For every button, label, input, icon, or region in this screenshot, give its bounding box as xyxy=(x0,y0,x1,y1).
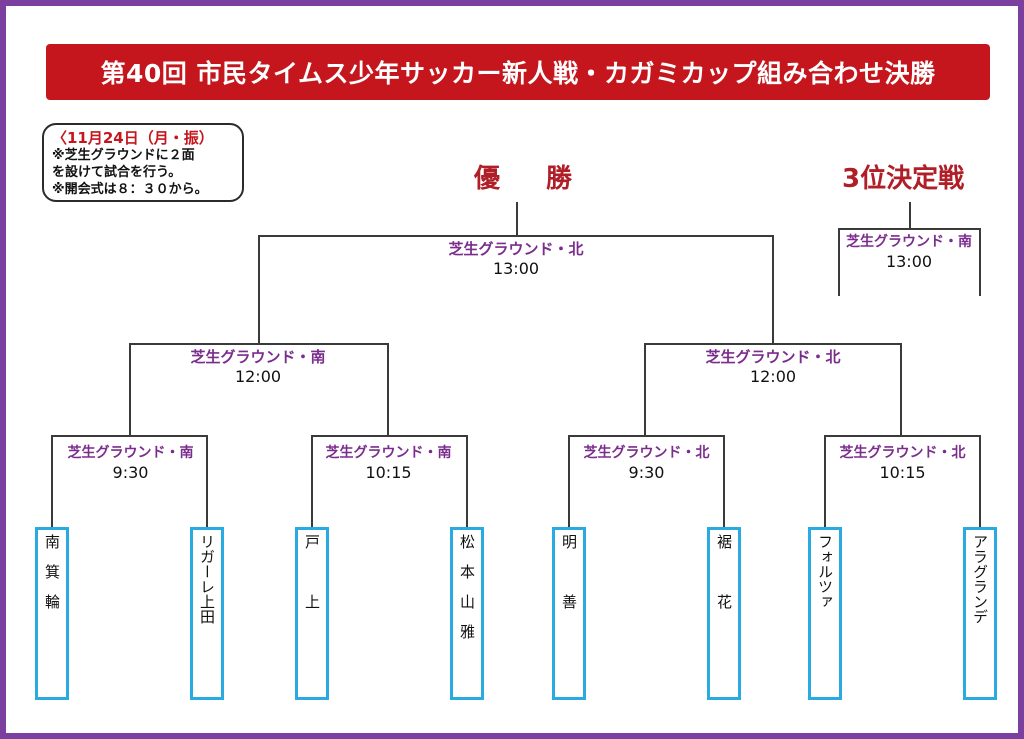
final-right-drop xyxy=(772,235,774,345)
team-name-7: フォルツァ xyxy=(816,534,834,609)
note-line-1: ※芝生グラウンドに２面 xyxy=(52,148,195,163)
semi-left-l-drop xyxy=(129,343,131,435)
semi-left-r-drop xyxy=(387,343,389,435)
qf4-bar xyxy=(824,435,981,437)
team-name-4: 松 本 山 雅 xyxy=(458,534,476,639)
semi-right-r-drop xyxy=(900,343,902,435)
page-title: 第40回 市民タイムス少年サッカー新人戦・カガミカップ組み合わせ決勝 xyxy=(100,59,936,88)
match-qf1: 芝生グラウンド・南 9:30 xyxy=(48,444,213,483)
team-box-6[interactable]: 裾 花 xyxy=(707,527,741,700)
match-semi-left: 芝生グラウンド・南 12:00 xyxy=(163,348,353,387)
team-name-3: 戸 上 xyxy=(303,534,321,609)
semi-right-l-drop xyxy=(644,343,646,435)
qf3-bar xyxy=(568,435,725,437)
qf3-l-drop xyxy=(568,435,570,527)
qf4-r-drop xyxy=(979,435,981,527)
match-qf2-time: 10:15 xyxy=(365,463,412,482)
match-semi-right-venue: 芝生グラウンド・北 xyxy=(705,348,841,366)
note-line-2: を設けて試合を行う。 xyxy=(52,165,182,180)
qf2-r-drop xyxy=(466,435,468,527)
note-box: 〈11月24日（月・振） ※芝生グラウンドに２面 を設けて試合を行う。 ※開会式… xyxy=(42,123,244,202)
note-line-3: ※開会式は８：３０から。 xyxy=(52,182,208,197)
qf4-l-drop xyxy=(824,435,826,527)
semi-left-bar xyxy=(129,343,389,345)
team-box-3[interactable]: 戸 上 xyxy=(295,527,329,700)
third-bar xyxy=(838,228,981,230)
qf1-bar xyxy=(51,435,208,437)
qf1-l-drop xyxy=(51,435,53,527)
match-qf4-venue: 芝生グラウンド・北 xyxy=(839,445,966,461)
match-qf4-time: 10:15 xyxy=(879,463,926,482)
match-qf3-venue: 芝生グラウンド・北 xyxy=(583,445,710,461)
team-name-6: 裾 花 xyxy=(715,534,733,609)
match-third-time: 13:00 xyxy=(885,252,933,271)
team-box-1[interactable]: 南 箕 輪 xyxy=(35,527,69,700)
match-semi-left-time: 12:00 xyxy=(234,367,282,386)
match-qf2: 芝生グラウンド・南 10:15 xyxy=(306,444,471,483)
match-qf3: 芝生グラウンド・北 9:30 xyxy=(564,444,729,483)
third-stem xyxy=(909,202,911,230)
match-semi-right-time: 12:00 xyxy=(749,367,797,386)
third-left-drop xyxy=(838,228,840,296)
team-box-2[interactable]: リガーレ上田 xyxy=(190,527,224,700)
match-final-time: 13:00 xyxy=(492,259,540,278)
match-qf1-venue: 芝生グラウンド・南 xyxy=(67,445,194,461)
qf2-bar xyxy=(311,435,468,437)
title-banner: 第40回 市民タイムス少年サッカー新人戦・カガミカップ組み合わせ決勝 xyxy=(46,44,990,100)
match-qf1-time: 9:30 xyxy=(112,463,149,482)
match-qf4: 芝生グラウンド・北 10:15 xyxy=(820,444,985,483)
match-final: 芝生グラウンド・北 13:00 xyxy=(416,240,616,279)
champion-heading: 優 勝 xyxy=(474,164,583,194)
team-box-4[interactable]: 松 本 山 雅 xyxy=(450,527,484,700)
match-third-venue: 芝生グラウンド・南 xyxy=(846,234,972,250)
team-name-2: リガーレ上田 xyxy=(198,534,216,624)
match-qf3-time: 9:30 xyxy=(628,463,665,482)
third-place-heading: 3位決定戦 xyxy=(842,164,965,194)
qf2-l-drop xyxy=(311,435,313,527)
final-bar xyxy=(258,235,774,237)
qf1-r-drop xyxy=(206,435,208,527)
team-name-8: アラグランデ xyxy=(971,534,989,624)
third-right-drop xyxy=(979,228,981,296)
semi-right-bar xyxy=(644,343,902,345)
final-stem xyxy=(516,202,518,237)
team-name-5: 明 善 xyxy=(560,534,578,609)
team-box-5[interactable]: 明 善 xyxy=(552,527,586,700)
final-left-drop xyxy=(258,235,260,345)
team-name-1: 南 箕 輪 xyxy=(43,534,61,609)
match-final-venue: 芝生グラウンド・北 xyxy=(448,240,584,258)
match-semi-right: 芝生グラウンド・北 12:00 xyxy=(678,348,868,387)
match-semi-left-venue: 芝生グラウンド・南 xyxy=(190,348,326,366)
team-box-8[interactable]: アラグランデ xyxy=(963,527,997,700)
note-date: 〈11月24日（月・振） xyxy=(52,129,214,147)
match-third: 芝生グラウンド・南 13:00 xyxy=(819,233,999,272)
match-qf2-venue: 芝生グラウンド・南 xyxy=(325,445,452,461)
qf3-r-drop xyxy=(723,435,725,527)
team-box-7[interactable]: フォルツァ xyxy=(808,527,842,700)
